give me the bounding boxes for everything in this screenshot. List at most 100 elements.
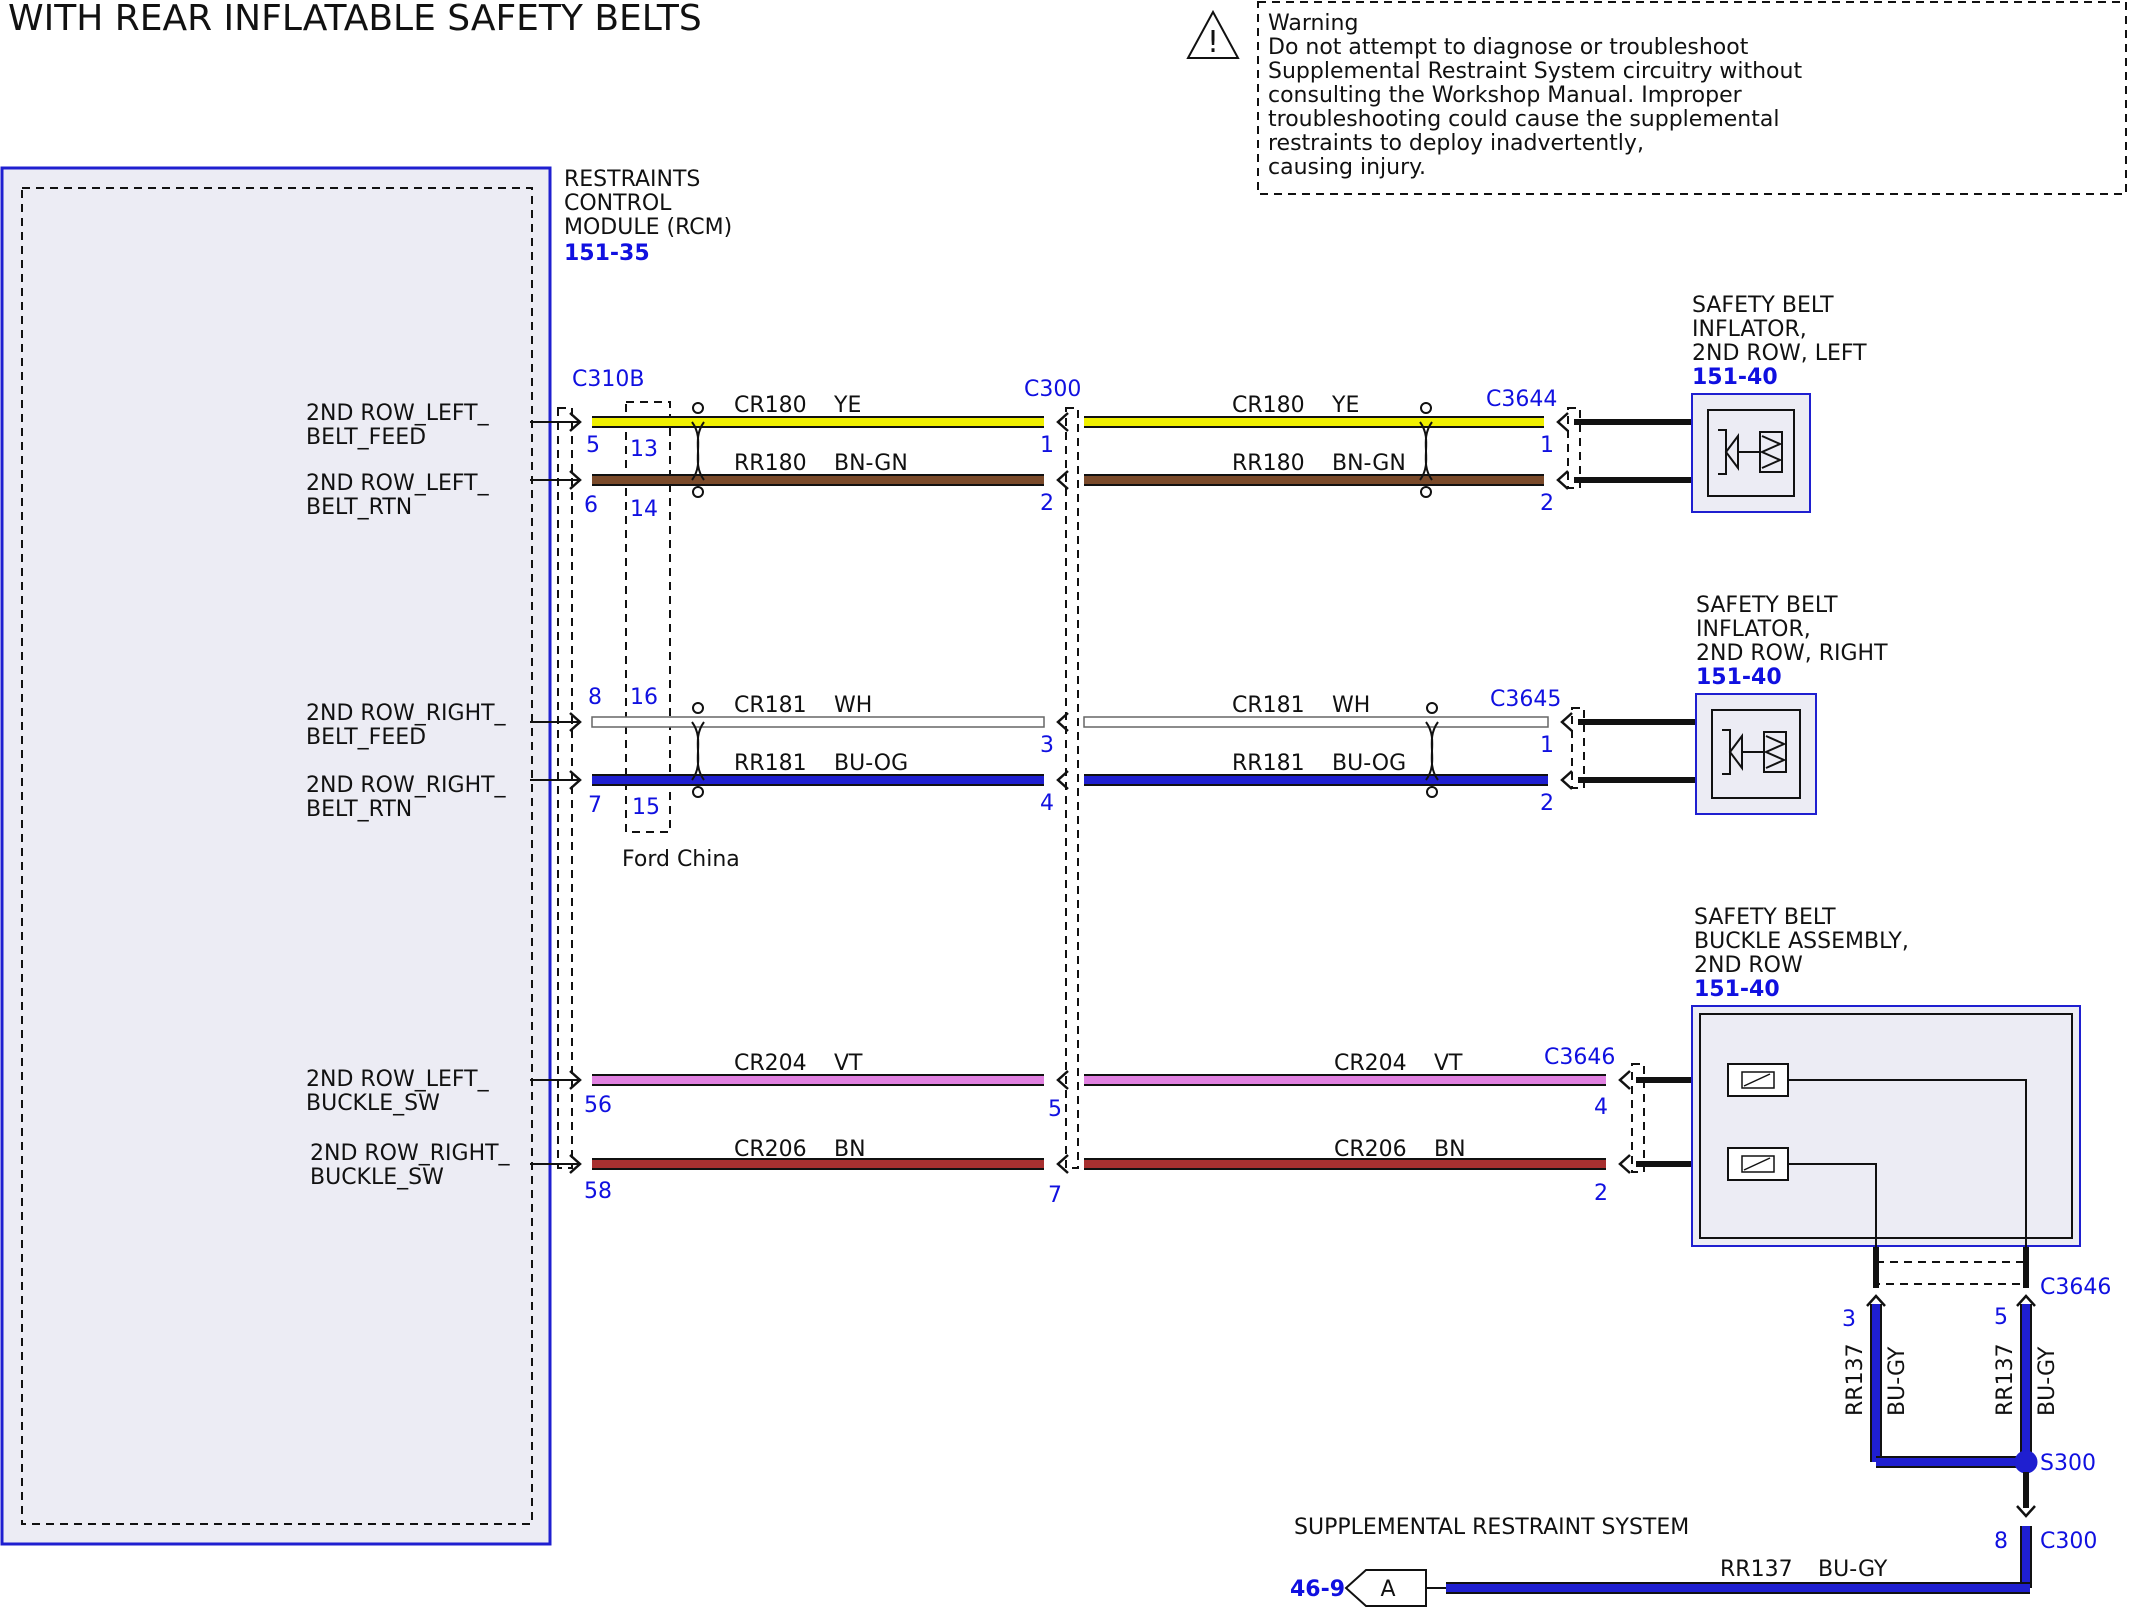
twisted-pair-end	[692, 786, 704, 798]
srs-label: SUPPLEMENTAL RESTRAINT SYSTEM	[1294, 1515, 1689, 1540]
rcm-label: MODULE (RCM)	[564, 215, 732, 240]
connector-arrow	[1618, 1154, 1631, 1174]
c3644-outline	[1567, 407, 1581, 489]
connector-arrow	[1866, 1294, 1886, 1307]
connector-arrow	[569, 412, 582, 432]
component-label: INFLATOR,	[1692, 317, 1807, 342]
buckle-assembly-component: SAFETY BELT BUCKLE ASSEMBLY, 2ND ROW 151…	[1691, 905, 2081, 1260]
wire-circuit: CR180	[734, 393, 807, 418]
connector-arrow	[569, 470, 582, 490]
pin-number: 16	[630, 685, 658, 710]
wire-color-code: BN-GN	[1332, 451, 1406, 476]
pin-number: 1	[1540, 733, 1554, 758]
connector-c300-lower: C300	[2040, 1529, 2097, 1554]
connector-arrow	[1056, 1154, 1069, 1174]
pin-number: 3	[1842, 1307, 1856, 1332]
c3646-lower-outline	[1875, 1261, 2029, 1285]
connector-arrow	[2016, 1505, 2036, 1518]
inflator-right-component: SAFETY BELT INFLATOR, 2ND ROW, RIGHT 151…	[1695, 593, 1888, 815]
connector-c300: C300	[1024, 377, 1081, 402]
signal-label: BELT_RTN	[306, 797, 412, 822]
pin-number: 2	[1594, 1181, 1608, 1206]
wire-segment	[1083, 716, 1549, 728]
twisted-pair-end	[692, 402, 704, 414]
pin-number: 7	[1048, 1183, 1062, 1208]
component-ref: 151-40	[1694, 977, 1780, 1002]
signal-label: 2ND ROW_LEFT_	[306, 1067, 490, 1092]
wire-circuit: CR204	[1334, 1051, 1407, 1076]
connector-arrow	[569, 712, 582, 732]
c3646-outline	[1631, 1063, 1645, 1173]
connector-arrow	[1560, 712, 1573, 732]
connector-arrow	[1618, 1070, 1631, 1090]
twisted-pair-end	[1420, 402, 1432, 414]
wire-color-code: BN	[1434, 1137, 1466, 1162]
pin-number: 2	[1040, 491, 1054, 516]
warning-line: consulting the Workshop Manual. Improper	[1268, 83, 1743, 108]
twisted-pair-end	[692, 702, 704, 714]
wire-color-code: VT	[1434, 1051, 1463, 1076]
ford-china-outline	[625, 401, 671, 833]
wire-circuit: RR137	[1720, 1557, 1793, 1582]
signal-label: 2ND ROW_LEFT_	[306, 401, 490, 426]
ground-wire-labels: RR137 BU-GY RR137 BU-GY	[1843, 1343, 2060, 1416]
pin-number: 5	[1048, 1097, 1062, 1122]
wire-color-code: WH	[834, 693, 872, 718]
warning-line: restraints to deploy inadvertently,	[1268, 131, 1644, 156]
wire-circuit: RR180	[1232, 451, 1305, 476]
inflator-left-component: SAFETY BELT INFLATOR, 2ND ROW, LEFT 151-…	[1691, 293, 1867, 513]
pin-number: 8	[588, 685, 602, 710]
pin-number: 15	[632, 795, 660, 820]
pin-number: 5	[1994, 1305, 2008, 1330]
wire-circuit: RR181	[734, 751, 807, 776]
wire-color-code: BU-GY	[2035, 1346, 2060, 1416]
squib-icon	[1722, 729, 1787, 775]
splice-s300: S300	[2040, 1451, 2096, 1476]
wire-circuit: CR181	[1232, 693, 1305, 718]
connector-arrow	[1056, 412, 1069, 432]
ford-china-label: Ford China	[622, 847, 740, 872]
twisted-pair-marker	[1425, 721, 1439, 781]
connector-arrow	[1056, 712, 1069, 732]
wire-circuit: RR137	[1993, 1343, 2018, 1416]
twisted-pair-end	[692, 486, 704, 498]
component-label: 2ND ROW	[1694, 953, 1803, 978]
srs-reference: SUPPLEMENTAL RESTRAINT SYSTEM 46-9 A RR1…	[1290, 1515, 1888, 1607]
warning-icon: !	[1186, 9, 1240, 60]
offpage-tag	[1344, 1569, 1427, 1607]
signal-label: 2ND ROW_RIGHT_	[310, 1141, 511, 1166]
connector-c3645: C3645	[1490, 687, 1561, 712]
pin-number: 1	[1040, 433, 1054, 458]
connector-c310b: C310B	[572, 367, 644, 392]
warning-line: causing injury.	[1268, 155, 1426, 180]
signal-labels: 2ND ROW_LEFT_ BELT_FEED 2ND ROW_LEFT_ BE…	[306, 401, 511, 1190]
connector-arrow	[2016, 1294, 2036, 1307]
connector-arrow	[1056, 1070, 1069, 1090]
wire-segment	[591, 716, 1045, 728]
signal-label: BELT_FEED	[306, 725, 426, 750]
component-label: 2ND ROW, LEFT	[1692, 341, 1867, 366]
component-label: BUCKLE ASSEMBLY,	[1694, 929, 1909, 954]
twisted-pair-end	[1426, 786, 1438, 798]
connector-c3646: C3646	[1544, 1045, 1615, 1070]
wire-circuit: RR137	[1843, 1343, 1868, 1416]
component-label: INFLATOR,	[1696, 617, 1811, 642]
twisted-pair-end	[1426, 702, 1438, 714]
srs-ref: 46-9	[1290, 1577, 1345, 1602]
connector-arrow	[1556, 470, 1569, 490]
signal-label: BELT_FEED	[306, 425, 426, 450]
wire-color-code: BU-OG	[834, 751, 908, 776]
wire-circuit: RR180	[734, 451, 807, 476]
component-ref: 151-40	[1692, 365, 1778, 390]
pin-number: 4	[1594, 1095, 1608, 1120]
component-label: SAFETY BELT	[1694, 905, 1836, 930]
pin-number: 2	[1540, 491, 1554, 516]
wire-circuit: CR204	[734, 1051, 807, 1076]
splice-dot	[2014, 1450, 2038, 1474]
pin-number: 5	[586, 433, 600, 458]
warning-line: Do not attempt to diagnose or troublesho…	[1268, 35, 1749, 60]
connector-c3646-lower: C3646	[2040, 1275, 2111, 1300]
pin-number: 4	[1040, 791, 1054, 816]
switch-icon	[1727, 1147, 1789, 1181]
